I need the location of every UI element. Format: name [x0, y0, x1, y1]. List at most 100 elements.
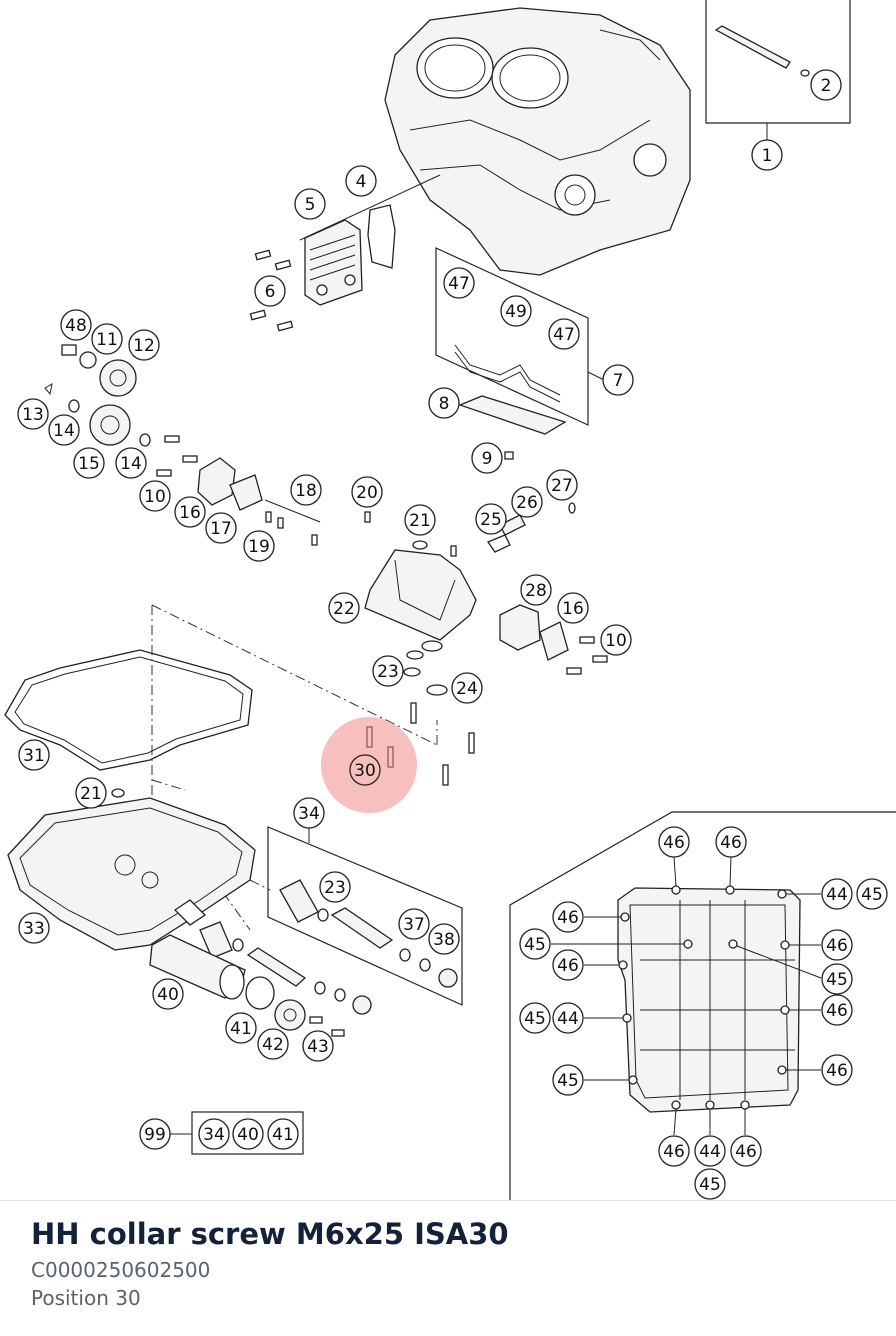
callout-8[interactable]: 8: [428, 387, 460, 419]
callout-42[interactable]: 42: [257, 1028, 289, 1060]
callout-20[interactable]: 20: [351, 476, 383, 508]
callout-47-b[interactable]: 47: [548, 318, 580, 350]
inset-callout-44-c[interactable]: 44: [694, 1135, 726, 1167]
callout-18[interactable]: 18: [290, 474, 322, 506]
callout-33[interactable]: 33: [18, 912, 50, 944]
inset-callout-46-g[interactable]: 46: [821, 1054, 853, 1086]
callout-47[interactable]: 47: [443, 267, 475, 299]
kit-member-41[interactable]: 41: [267, 1118, 299, 1150]
svg-text:41: 41: [230, 1019, 252, 1039]
callout-43[interactable]: 43: [302, 1030, 334, 1062]
svg-text:42: 42: [262, 1035, 284, 1055]
svg-text:10: 10: [605, 631, 627, 651]
inset-view: [509, 811, 896, 1200]
callout-99[interactable]: 99: [139, 1118, 171, 1150]
exploded-parts-diagram: 1 2 4 5 6 7 8 9 10 10 11 12 13 14 14 15 …: [4, 0, 896, 1200]
callout-9[interactable]: 9: [471, 442, 503, 474]
svg-text:31: 31: [23, 746, 45, 766]
callout-23[interactable]: 23: [372, 655, 404, 687]
inset-callout-46-a[interactable]: 46: [658, 826, 690, 858]
callout-49[interactable]: 49: [500, 295, 532, 327]
callout-21-b[interactable]: 21: [75, 777, 107, 809]
inset-callout-46-c[interactable]: 46: [552, 901, 584, 933]
callout-10[interactable]: 10: [139, 480, 171, 512]
callout-40[interactable]: 40: [152, 978, 184, 1010]
inset-callout-45-e[interactable]: 45: [552, 1064, 584, 1096]
callout-11[interactable]: 11: [91, 323, 123, 355]
callout-1[interactable]: 1: [751, 139, 783, 171]
callout-5[interactable]: 5: [294, 188, 326, 220]
inset-callout-45-b[interactable]: 45: [519, 928, 551, 960]
callout-16-b[interactable]: 16: [557, 592, 589, 624]
filter-valve-drawing: [149, 921, 372, 1037]
svg-text:30: 30: [354, 761, 376, 781]
svg-text:47: 47: [553, 325, 575, 345]
callout-25[interactable]: 25: [475, 503, 507, 535]
callout-19[interactable]: 19: [243, 530, 275, 562]
svg-text:46: 46: [826, 1001, 848, 1021]
inset-callout-44-a[interactable]: 44: [821, 878, 853, 910]
inset-callout-45-f[interactable]: 45: [694, 1168, 726, 1200]
callout-22[interactable]: 22: [328, 592, 360, 624]
callout-34[interactable]: 34: [293, 797, 325, 829]
svg-text:47: 47: [448, 274, 470, 294]
callout-12[interactable]: 12: [128, 329, 160, 361]
callout-4[interactable]: 4: [345, 165, 377, 197]
callout-6[interactable]: 6: [254, 275, 286, 307]
callout-21[interactable]: 21: [404, 504, 436, 536]
svg-text:16: 16: [179, 503, 201, 523]
callout-28[interactable]: 28: [520, 574, 552, 606]
svg-text:17: 17: [210, 519, 232, 539]
svg-text:23: 23: [324, 878, 346, 898]
callout-41[interactable]: 41: [225, 1012, 257, 1044]
svg-text:46: 46: [826, 1061, 848, 1081]
svg-text:45: 45: [524, 935, 546, 955]
callout-31[interactable]: 31: [18, 739, 50, 771]
svg-text:34: 34: [298, 804, 320, 824]
inset-callout-46-f[interactable]: 46: [821, 994, 853, 1026]
inset-callout-44-b[interactable]: 44: [552, 1002, 584, 1034]
inset-callout-45-a[interactable]: 45: [856, 878, 888, 910]
callout-16[interactable]: 16: [174, 496, 206, 528]
svg-text:46: 46: [557, 956, 579, 976]
callout-14-b[interactable]: 14: [115, 447, 147, 479]
callout-bubbles: 1 2 4 5 6 7 8 9 10 10 11 12 13 14 14 15 …: [17, 69, 888, 1200]
svg-text:40: 40: [157, 985, 179, 1005]
inset-callout-45-d[interactable]: 45: [519, 1002, 551, 1034]
callout-15[interactable]: 15: [73, 447, 105, 479]
kit-34-frame: [267, 825, 463, 1006]
svg-text:8: 8: [439, 394, 450, 414]
callout-30[interactable]: 30: [349, 754, 381, 786]
callout-7[interactable]: 7: [602, 364, 634, 396]
callout-24[interactable]: 24: [451, 672, 483, 704]
part-position: Position 30: [31, 1286, 141, 1310]
callout-26[interactable]: 26: [511, 486, 543, 518]
svg-text:21: 21: [409, 511, 431, 531]
svg-text:41: 41: [272, 1125, 294, 1145]
svg-text:23: 23: [377, 662, 399, 682]
svg-text:12: 12: [133, 336, 155, 356]
callout-2[interactable]: 2: [810, 69, 842, 101]
svg-text:44: 44: [826, 885, 848, 905]
svg-text:14: 14: [53, 421, 75, 441]
callout-10-b[interactable]: 10: [600, 624, 632, 656]
inset-callout-46-b[interactable]: 46: [715, 826, 747, 858]
inset-callout-46-d[interactable]: 46: [821, 929, 853, 961]
callout-23-b[interactable]: 23: [319, 871, 351, 903]
kit-member-34[interactable]: 34: [198, 1118, 230, 1150]
callout-14[interactable]: 14: [48, 414, 80, 446]
svg-text:24: 24: [456, 679, 478, 699]
callout-48[interactable]: 48: [60, 309, 92, 341]
callout-13[interactable]: 13: [17, 398, 49, 430]
inset-callout-46-h[interactable]: 46: [658, 1135, 690, 1167]
inset-callout-46-e[interactable]: 46: [552, 949, 584, 981]
inset-callout-46-i[interactable]: 46: [730, 1135, 762, 1167]
callout-17[interactable]: 17: [205, 512, 237, 544]
inset-callout-45-c[interactable]: 45: [821, 963, 853, 995]
callout-38[interactable]: 38: [428, 923, 460, 955]
svg-text:49: 49: [505, 302, 527, 322]
kit-member-40[interactable]: 40: [232, 1118, 264, 1150]
svg-text:2: 2: [821, 76, 832, 96]
callout-27[interactable]: 27: [546, 469, 578, 501]
callout-37[interactable]: 37: [398, 908, 430, 940]
